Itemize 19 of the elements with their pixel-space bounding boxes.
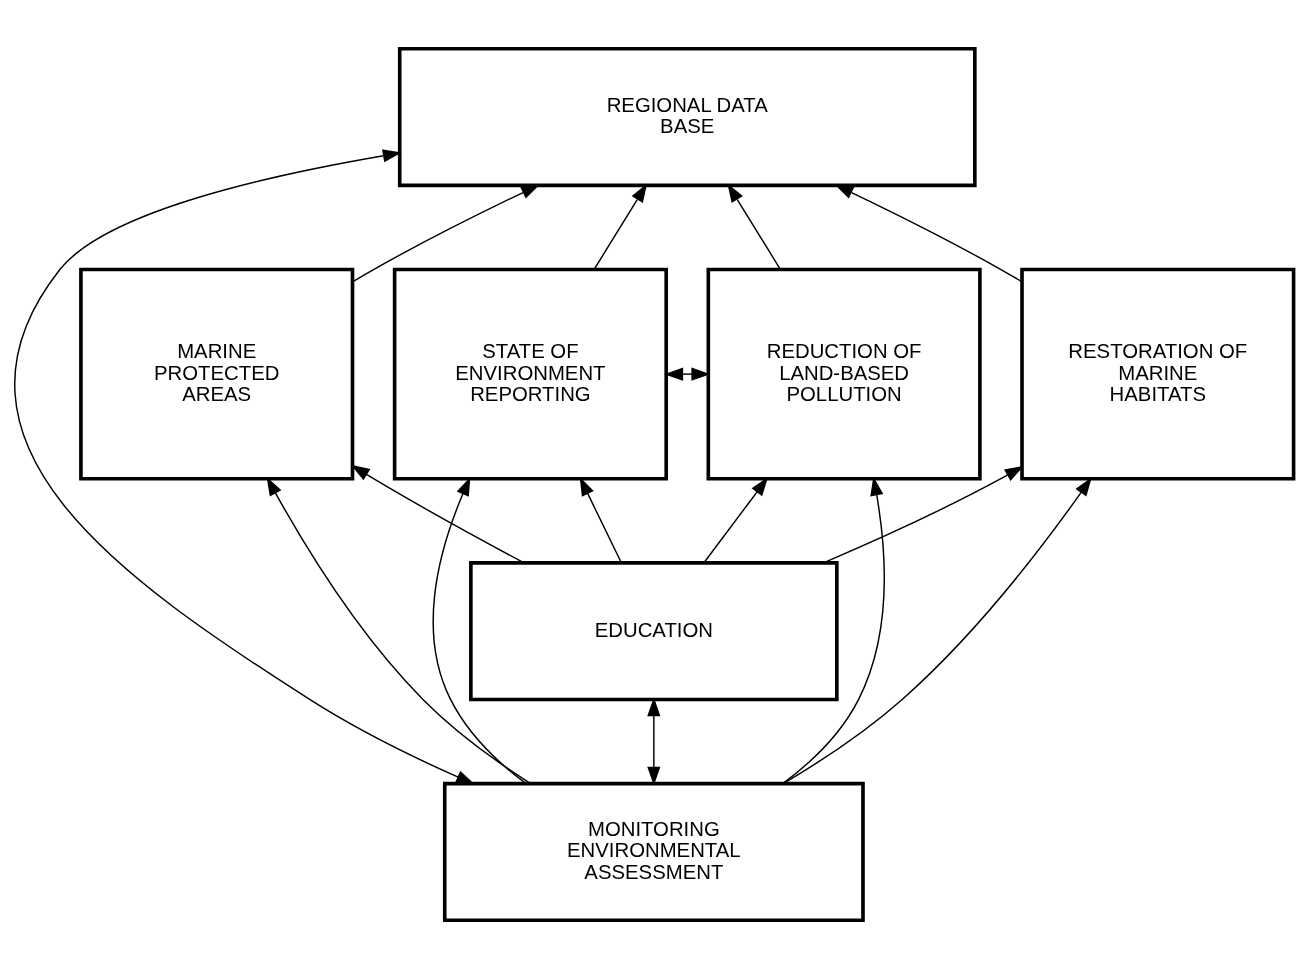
node-box: REGIONAL DATA BASE [397,47,977,188]
node-box: MARINE PROTECTED AREAS [79,267,355,481]
arrow [266,476,532,785]
arrow [703,477,769,563]
arrow [822,465,1024,564]
node-box: STATE OF ENVIRONMENT REPORTING [392,267,668,481]
node-box: EDUCATION [469,561,839,702]
arrow [14,149,475,785]
arrow [781,476,885,785]
arrow [593,183,648,271]
arrow [352,184,540,283]
arrow [834,184,1023,283]
arrow [727,183,782,271]
arrow [579,476,622,563]
node-box: RESTORATION OF MARINE HABITATS [1020,267,1296,481]
arrow [647,697,661,786]
node-box: REDUCTION OF LAND-BASED POLLUTION [706,267,982,481]
arrow [782,477,1092,785]
node-box: MONITORING ENVIRONMENTAL ASSESSMENT [442,781,865,922]
